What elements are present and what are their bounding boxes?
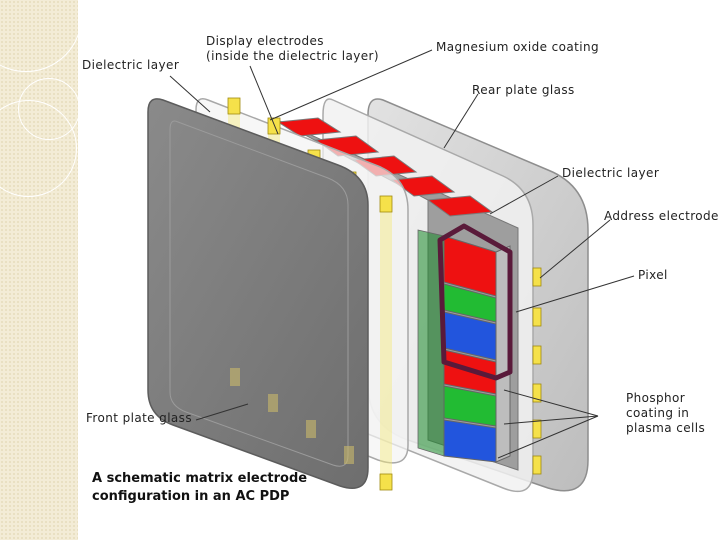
address-electrode [533, 308, 541, 326]
decorative-ring [0, 0, 82, 72]
label-dielectric-layer-right: Dielectric layer [562, 166, 659, 181]
label-front-plate-glass: Front plate glass [86, 411, 192, 426]
pdp-exploded-diagram [78, 0, 720, 540]
display-electrode-tab [380, 196, 392, 212]
decorative-side-strip [0, 0, 78, 540]
diagram-caption: A schematic matrix electrode configurati… [92, 470, 307, 506]
diagram-stage: Dielectric layer Display electrodes (ins… [78, 0, 720, 540]
blue-cell [444, 420, 496, 462]
address-electrode [533, 346, 541, 364]
plasma-cell-column [418, 230, 510, 462]
label-pixel: Pixel [638, 268, 668, 283]
label-display-electrodes: Display electrodes (inside the dielectri… [206, 34, 379, 64]
display-electrode-strip [380, 196, 392, 486]
display-electrode-bottom-tab [230, 368, 240, 386]
display-electrode-bottom-tab [306, 420, 316, 438]
address-electrode [533, 268, 541, 286]
display-electrode-bottom-tab [344, 446, 354, 464]
label-phosphor-coating: Phosphor coating in plasma cells [626, 391, 705, 436]
display-electrode-bottom-tab [268, 394, 278, 412]
label-dielectric-layer-left: Dielectric layer [82, 58, 179, 73]
label-rear-plate-glass: Rear plate glass [472, 83, 575, 98]
label-address-electrode: Address electrode [604, 209, 719, 224]
display-electrode-tab [268, 118, 280, 134]
address-electrode [533, 456, 541, 474]
address-electrode [533, 420, 541, 438]
display-electrode-tab [228, 98, 240, 114]
label-magnesium-oxide-coating: Magnesium oxide coating [436, 40, 599, 55]
display-electrode-tab [380, 474, 392, 490]
